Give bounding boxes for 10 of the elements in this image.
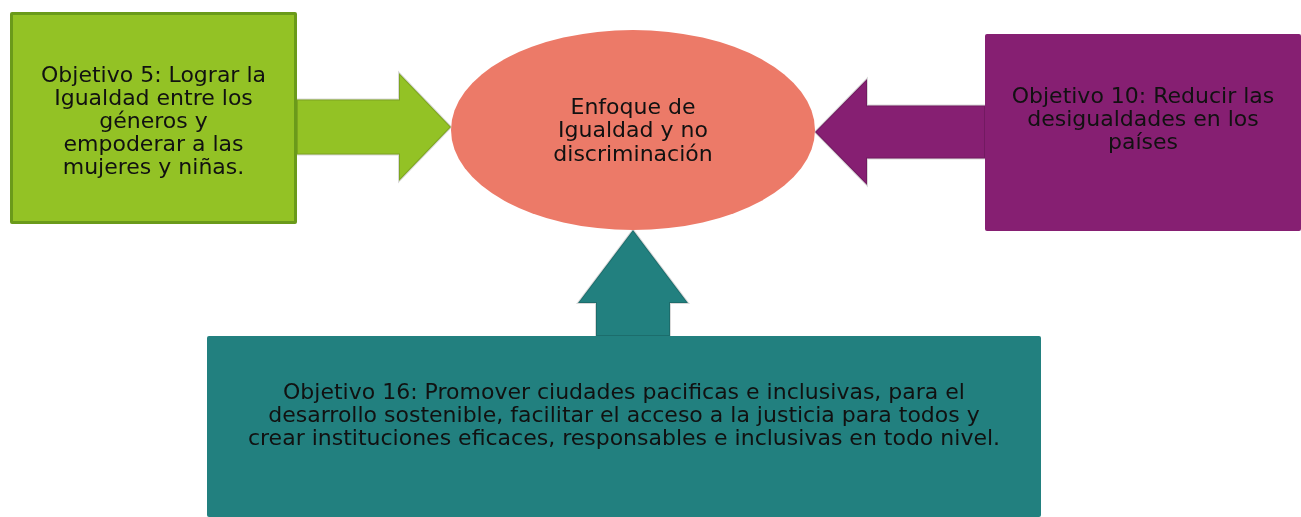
goal-box (207, 336, 1041, 517)
node-text: Objetivo 16: Promover ciudades pacificas e inclusivas, para el desarrollo sostenible, facilitar el acceso a la justicia para todos y crear instituciones eficaces, responsables e inclusivas en todo nivel. (247, 380, 1001, 450)
block-arrow (576, 228, 690, 337)
block-arrow (813, 76, 986, 188)
goal-box (10, 12, 297, 224)
node-text: Objetivo 10: Reducir las desigualdades en los países (1010, 84, 1276, 154)
block-arrow (296, 70, 453, 184)
goal-box (985, 34, 1301, 231)
node-text: Objetivo 5: Lograr la Igualdad entre los géneros y empoderar a las mujeres y niñas. (40, 63, 267, 179)
node-text: Enfoque de Igualdad y no discriminación (552, 95, 714, 165)
